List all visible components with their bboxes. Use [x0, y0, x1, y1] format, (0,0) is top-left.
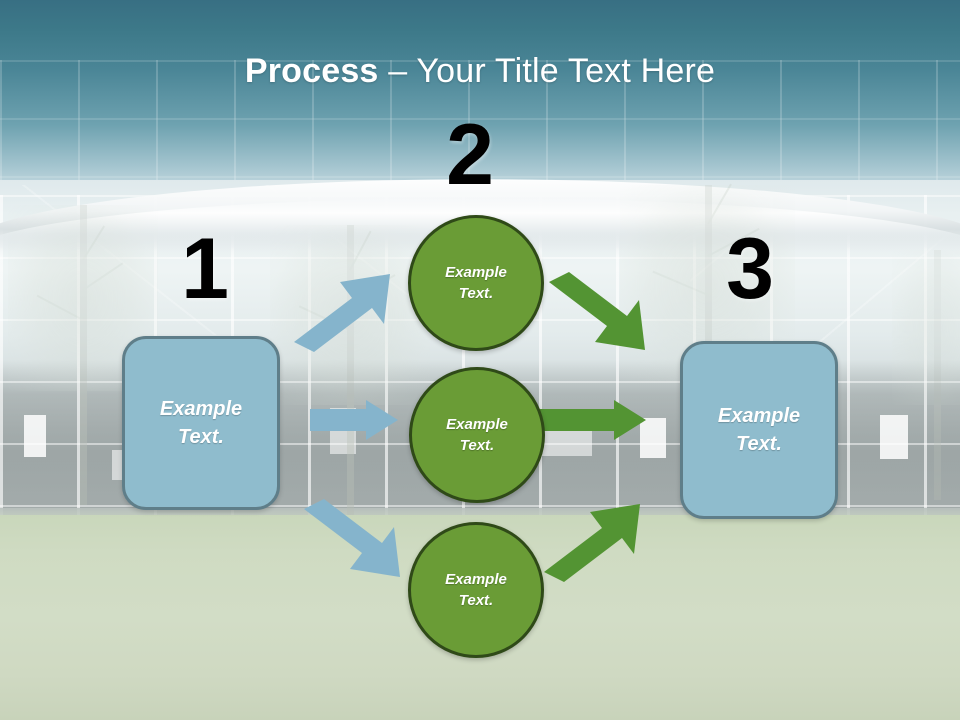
green-arrow-right[interactable]: [540, 400, 650, 442]
process-circle-bottom[interactable]: Example Text.: [408, 522, 544, 658]
process-circle-bottom-label: Example Text.: [445, 571, 507, 609]
background-upper-glass-grid: [0, 60, 960, 200]
slide-title: Process – Your Title Text Here: [0, 50, 960, 92]
background-sky: [0, 0, 960, 215]
process-circle-middle[interactable]: Example Text.: [409, 367, 545, 503]
process-circle-top-label: Example Text.: [445, 264, 507, 302]
blue-arrow-down[interactable]: [300, 499, 420, 585]
blue-arrow-right[interactable]: [310, 400, 400, 442]
background-tree: [270, 225, 430, 515]
step-number-2: 2: [446, 107, 494, 203]
green-arrow-up[interactable]: [540, 500, 660, 582]
input-box[interactable]: Example Text.: [122, 336, 280, 510]
step-number-1: 1: [181, 221, 229, 317]
background-window-panel: [24, 415, 46, 457]
background-window-panel: [880, 415, 908, 459]
slide-title-bold: Process: [244, 52, 389, 90]
step-number-3: 3: [726, 221, 774, 317]
process-circle-top[interactable]: Example Text.: [408, 215, 544, 351]
output-box-label: Example Text.: [717, 405, 801, 455]
green-arrow-down[interactable]: [545, 272, 665, 358]
output-box[interactable]: Example Text.: [680, 341, 838, 519]
background-window-panel: [640, 418, 666, 458]
process-circle-middle-label: Example Text.: [446, 416, 508, 454]
background-tree: [892, 250, 960, 500]
background-window-panel: [540, 430, 592, 456]
input-box-label: Example Text.: [159, 398, 243, 448]
blue-arrow-up[interactable]: [290, 270, 410, 352]
slide-title-rest: – Your Title Text Here: [388, 52, 716, 90]
